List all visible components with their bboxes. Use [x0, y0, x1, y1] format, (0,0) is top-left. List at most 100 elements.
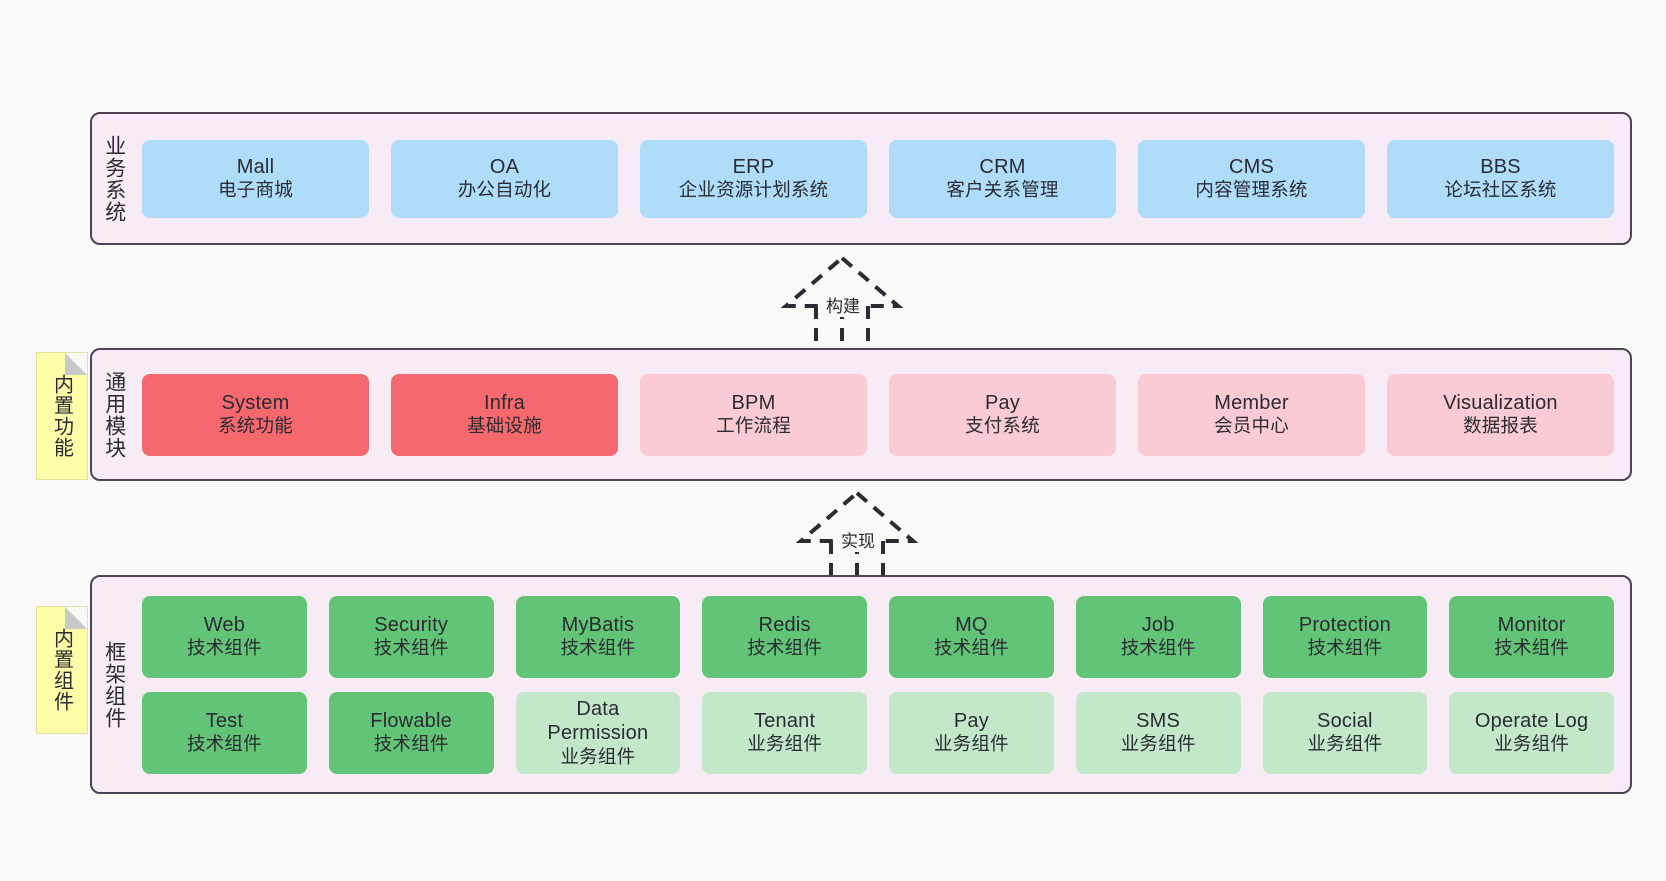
connector-build: 构建	[762, 252, 922, 352]
node-test[interactable]: Test 技术组件	[142, 691, 307, 774]
node-title: Security	[374, 614, 449, 637]
layer-title-common-modules: 通用模块	[102, 370, 126, 459]
node-visualization[interactable]: Visualization 数据报表	[1387, 373, 1614, 456]
node-subtitle: 技术组件	[1120, 637, 1196, 659]
layer-body-business-systems: Mall 电子商城 OA 办公自动化 ERP 企业资源计划系统 CRM 客户关系…	[136, 114, 1630, 243]
node-tenant[interactable]: Tenant 业务组件	[702, 691, 867, 774]
node-subtitle: 业务组件	[1120, 733, 1196, 755]
node-title: BPM	[731, 392, 776, 415]
node-subtitle: 业务组件	[1494, 733, 1570, 755]
note-builtin-features: 内置功能	[36, 352, 88, 480]
node-flowable[interactable]: Flowable 技术组件	[328, 691, 494, 774]
node-sms[interactable]: SMS 业务组件	[1075, 691, 1241, 774]
connector-label: 实现	[839, 527, 877, 552]
node-subtitle: 技术组件	[373, 733, 449, 755]
node-title: Member	[1214, 392, 1289, 415]
node-title: BBS	[1480, 156, 1521, 179]
node-member[interactable]: Member 会员中心	[1138, 373, 1365, 456]
note-label: 内置功能	[50, 374, 73, 458]
node-subtitle: 技术组件	[1307, 637, 1383, 659]
node-subtitle: 工作流程	[716, 415, 791, 437]
node-title: OA	[489, 156, 520, 179]
note-label: 内置组件	[50, 628, 73, 712]
node-subtitle: 客户关系管理	[946, 179, 1059, 201]
node-cms[interactable]: CMS 内容管理系统	[1138, 139, 1365, 218]
node-job[interactable]: Job 技术组件	[1075, 595, 1241, 678]
node-protection[interactable]: Protection 技术组件	[1262, 595, 1428, 678]
node-redis[interactable]: Redis 技术组件	[702, 595, 867, 678]
node-bbs[interactable]: BBS 论坛社区系统	[1387, 139, 1614, 218]
node-title: System	[221, 392, 290, 415]
node-subtitle: 企业资源计划系统	[678, 179, 829, 201]
node-subtitle: 技术组件	[1494, 637, 1570, 659]
node-title: Flowable	[370, 710, 452, 733]
node-subtitle: 业务组件	[1307, 733, 1383, 755]
note-builtin-components: 内置组件	[36, 606, 88, 734]
node-title: Infra	[483, 392, 526, 415]
node-subtitle: 数据报表	[1463, 415, 1538, 437]
node-title: Operate Log	[1474, 710, 1589, 733]
node-monitor[interactable]: Monitor 技术组件	[1449, 595, 1614, 678]
layer-framework-components: 框架组件 Web 技术组件 Security 技术组件 MyBatis 技术组件…	[90, 575, 1632, 794]
node-web[interactable]: Web 技术组件	[142, 595, 307, 678]
node-subtitle: 基础设施	[467, 415, 542, 437]
node-mq[interactable]: MQ 技术组件	[889, 595, 1054, 678]
node-title: CMS	[1228, 156, 1275, 179]
node-operate-log[interactable]: Operate Log 业务组件	[1449, 691, 1614, 774]
node-crm[interactable]: CRM 客户关系管理	[889, 139, 1116, 218]
node-erp[interactable]: ERP 企业资源计划系统	[640, 139, 867, 218]
node-subtitle: 系统功能	[218, 415, 293, 437]
node-title: Social	[1317, 710, 1373, 733]
node-oa[interactable]: OA 办公自动化	[391, 139, 618, 218]
layer-title-business-systems: 业务系统	[102, 134, 126, 223]
node-infra[interactable]: Infra 基础设施	[391, 373, 618, 456]
node-subtitle: 电子商城	[218, 179, 293, 201]
node-title: Data Permission	[547, 697, 649, 745]
node-subtitle: 技术组件	[186, 637, 262, 659]
node-title: Pay	[984, 392, 1021, 415]
layer-row: Web 技术组件 Security 技术组件 MyBatis 技术组件 Redi…	[142, 595, 1614, 678]
node-subtitle: 业务组件	[747, 733, 823, 755]
node-bpm[interactable]: BPM 工作流程	[640, 373, 867, 456]
node-title: Monitor	[1497, 614, 1566, 637]
node-title: Job	[1141, 614, 1175, 637]
node-subtitle: 业务组件	[933, 733, 1009, 755]
node-title: Redis	[758, 614, 811, 637]
node-title: SMS	[1136, 710, 1181, 733]
node-title: Tenant	[754, 710, 816, 733]
node-title: Pay	[953, 710, 989, 733]
connector-label: 构建	[824, 292, 862, 317]
layer-common-modules: 通用模块 System 系统功能 Infra 基础设施 BPM 工作流程 Pay…	[90, 348, 1632, 481]
node-title: ERP	[732, 156, 775, 179]
layer-body-common-modules: System 系统功能 Infra 基础设施 BPM 工作流程 Pay 支付系统…	[136, 350, 1630, 479]
node-title: Test	[205, 710, 244, 733]
node-subtitle: 技术组件	[933, 637, 1009, 659]
node-subtitle: 业务组件	[560, 745, 636, 767]
node-title: Visualization	[1443, 392, 1558, 415]
node-subtitle: 技术组件	[373, 637, 449, 659]
node-pay-business[interactable]: Pay 业务组件	[889, 691, 1054, 774]
node-subtitle: 会员中心	[1214, 415, 1289, 437]
node-system[interactable]: System 系统功能	[142, 373, 369, 456]
node-title: MyBatis	[561, 614, 635, 637]
node-title: Protection	[1298, 614, 1391, 637]
layer-row: System 系统功能 Infra 基础设施 BPM 工作流程 Pay 支付系统…	[142, 373, 1614, 456]
node-pay[interactable]: Pay 支付系统	[889, 373, 1116, 456]
node-subtitle: 技术组件	[186, 733, 262, 755]
node-subtitle: 技术组件	[560, 637, 636, 659]
node-data-permission[interactable]: Data Permission 业务组件	[515, 691, 681, 774]
node-security[interactable]: Security 技术组件	[328, 595, 494, 678]
node-subtitle: 技术组件	[747, 637, 823, 659]
layer-row: Test 技术组件 Flowable 技术组件 Data Permission …	[142, 691, 1614, 774]
layer-title-framework-components: 框架组件	[102, 640, 126, 729]
node-subtitle: 内容管理系统	[1195, 179, 1308, 201]
node-title: CRM	[979, 156, 1026, 179]
node-subtitle: 论坛社区系统	[1444, 179, 1557, 201]
node-mybatis[interactable]: MyBatis 技术组件	[515, 595, 681, 678]
node-mall[interactable]: Mall 电子商城	[142, 139, 369, 218]
layer-body-framework-components: Web 技术组件 Security 技术组件 MyBatis 技术组件 Redi…	[136, 577, 1630, 792]
node-social[interactable]: Social 业务组件	[1262, 691, 1428, 774]
node-subtitle: 支付系统	[965, 415, 1040, 437]
node-title: Web	[203, 614, 246, 637]
